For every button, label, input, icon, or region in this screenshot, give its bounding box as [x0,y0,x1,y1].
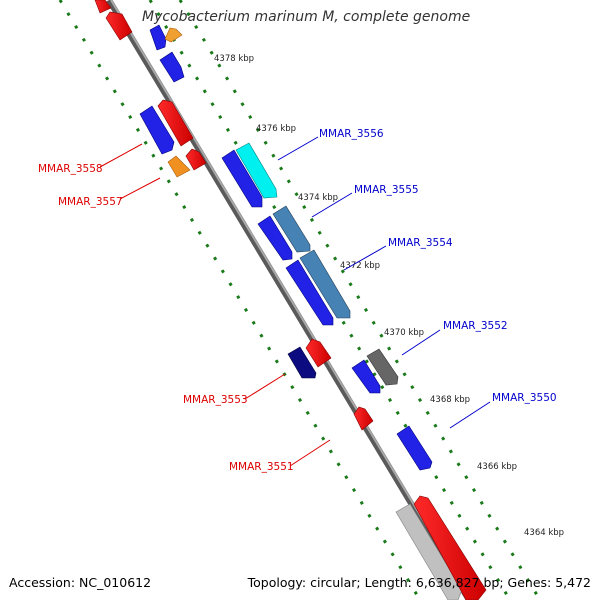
accession-text: Accession: NC_010612 [9,575,152,590]
scale-label: 4372 kbp [340,261,380,271]
scale-label: 4378 kbp [214,54,254,64]
gene-arrow[interactable] [139,105,175,155]
reverse-gene-labels: MMAR_3558 MMAR_3557 MMAR_3553 MMAR_3551 [38,143,331,473]
gene-arrow[interactable] [299,249,351,319]
gene-arrow[interactable] [185,148,207,171]
gene-label-reverse[interactable]: MMAR_3553 [183,394,248,406]
reverse-genes [94,0,487,600]
forward-gene-labels: MMAR_3556 MMAR_3555 MMAR_3554 MMAR_3552 … [277,128,557,429]
gene-label-reverse[interactable]: MMAR_3557 [58,196,123,208]
gene-arrow[interactable] [167,155,191,178]
gene-arrow[interactable] [235,142,278,199]
tick-tracks [58,0,542,600]
gene-arrow[interactable] [413,495,487,600]
gene-label-forward[interactable]: MMAR_3554 [388,237,453,249]
gene-arrow[interactable] [164,27,183,43]
gene-arrow[interactable] [272,205,311,253]
outer-tick-track [58,0,422,600]
gene-arrow[interactable] [221,149,263,208]
gene-arrow[interactable] [149,24,167,51]
gene-arrow[interactable] [157,99,194,147]
gene-label-reverse[interactable]: MMAR_3551 [229,461,294,473]
scale-labels: 4378 kbp 4376 kbp 4374 kbp 4372 kbp 4370… [214,54,564,538]
gene-label-forward[interactable]: MMAR_3555 [354,184,419,196]
scale-label: 4374 kbp [298,193,338,203]
map-title: Mycobacterium marinum M, complete genome [142,9,471,25]
scale-label: 4364 kbp [524,528,564,538]
gene-arrow[interactable] [395,503,463,600]
gene-arrow[interactable] [285,259,334,326]
gene-label-forward[interactable]: MMAR_3556 [319,128,384,140]
gene-arrow[interactable] [257,215,293,261]
gene-label-forward[interactable]: MMAR_3552 [443,320,508,332]
gene-arrow[interactable] [366,348,399,386]
gene-arrow[interactable] [287,346,317,379]
forward-genes [149,24,463,600]
gene-arrow[interactable] [105,11,133,41]
genome-summary-text: Topology: circular; Length: 6,636,827 bp… [247,575,591,590]
scale-label: 4370 kbp [384,328,424,338]
gene-label-forward[interactable]: MMAR_3550 [492,392,557,404]
gene-arrow[interactable] [396,425,433,471]
gene-arrow[interactable] [351,359,381,394]
gene-arrow[interactable] [94,0,112,14]
scale-tick-track [178,0,542,600]
genome-backbone [106,0,472,600]
gene-arrow[interactable] [353,406,374,431]
scale-label: 4366 kbp [477,462,517,472]
scale-label: 4368 kbp [430,395,470,405]
gene-arrow[interactable] [159,51,185,83]
gene-label-reverse[interactable]: MMAR_3558 [38,163,103,175]
scale-label: 4376 kbp [256,124,296,134]
gene-arrow[interactable] [305,338,332,368]
